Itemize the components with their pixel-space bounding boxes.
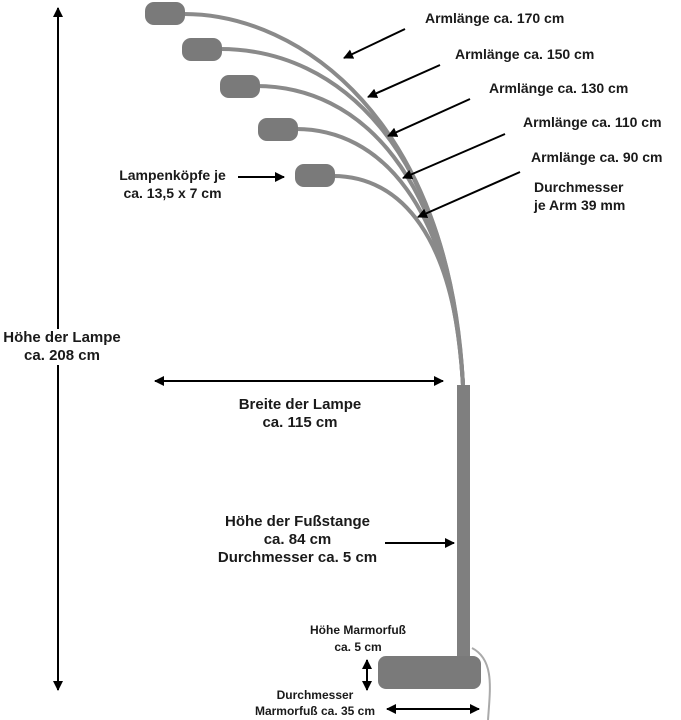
dimension-arrows	[53, 6, 521, 714]
lamp-head-4	[258, 118, 298, 141]
arm-diameter-line-1: Durchmesser	[534, 179, 624, 195]
base-height-line-2: ca. 5 cm	[334, 640, 382, 654]
lamp-heads-line-2: ca. 13,5 x 7 cm	[123, 185, 222, 201]
arrow-arm-170	[343, 28, 406, 59]
lamp-width-line-1: Breite der Lampe	[238, 396, 362, 413]
lamp-head-2	[182, 38, 222, 61]
label-arm-130: Armlänge ca. 130 cm	[489, 80, 629, 96]
base-diameter-line-2: Marmorfuß ca. 35 cm	[254, 704, 376, 718]
pole-line-3: Durchmesser ca. 5 cm	[217, 549, 378, 566]
label-pole: Höhe der Fußstange ca. 84 cm Durchmesser…	[205, 513, 390, 567]
base-height-line-1: Höhe Marmorfuß	[310, 623, 406, 637]
label-arm-110: Armlänge ca. 110 cm	[523, 114, 662, 130]
base-diameter-line-1: Durchmesser	[276, 688, 354, 702]
label-base-diameter: Durchmesser Marmorfuß ca. 35 cm	[245, 687, 385, 719]
label-arm-150: Armlänge ca. 150 cm	[455, 46, 595, 62]
lamp-height-line-1: Höhe der Lampe	[3, 329, 121, 346]
label-lamp-heads: Lampenköpfe je ca. 13,5 x 7 cm	[110, 166, 235, 202]
lamp-height-line-2: ca. 208 cm	[24, 347, 100, 364]
arrow-arm-150	[367, 64, 441, 98]
label-arm-170: Armlänge ca. 170 cm	[425, 10, 565, 26]
arrow-arm-110	[402, 133, 506, 180]
lamp-pole	[457, 385, 470, 660]
marble-base	[378, 656, 481, 689]
arm-90	[331, 174, 465, 387]
label-arm-diameter: Durchmesser je Arm 39 mm	[534, 178, 625, 214]
lamp-head-1	[145, 2, 185, 25]
lamp-head-3	[220, 75, 260, 98]
lamp-arms	[182, 12, 465, 387]
pole-line-2: ca. 84 cm	[263, 531, 332, 548]
arrow-arm-130	[387, 98, 471, 137]
label-arm-90: Armlänge ca. 90 cm	[531, 149, 663, 165]
power-cable	[471, 647, 491, 720]
arrow-arm-90	[417, 171, 521, 218]
lamp-head-5	[295, 164, 335, 187]
pole-line-1: Höhe der Fußstange	[224, 513, 370, 530]
label-lamp-width: Breite der Lampe ca. 115 cm	[225, 396, 375, 432]
lamp-width-line-2: ca. 115 cm	[262, 414, 338, 431]
arm-diameter-line-2: je Arm 39 mm	[534, 197, 626, 213]
label-lamp-height: Höhe der Lampe ca. 208 cm	[0, 329, 124, 365]
lamp-heads-line-1: Lampenköpfe je	[119, 167, 226, 183]
label-base-height: Höhe Marmorfuß ca. 5 cm	[293, 622, 423, 656]
lamp-heads	[145, 2, 335, 187]
